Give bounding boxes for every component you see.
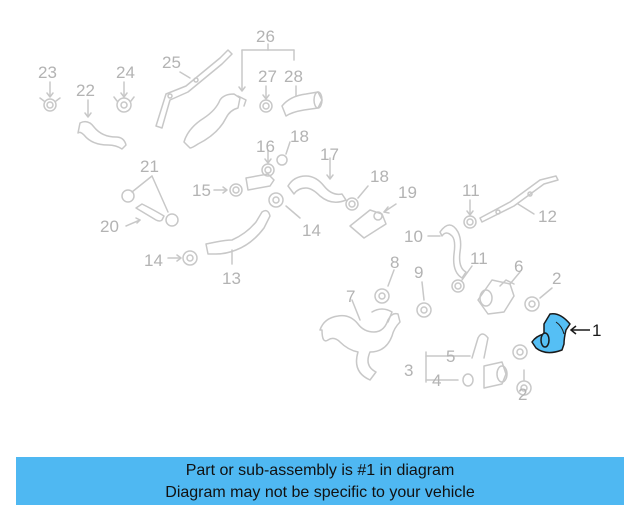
label-11-lower: 11	[470, 249, 488, 268]
part-9-clamp	[416, 281, 432, 318]
label-17: 17	[320, 145, 339, 164]
part-16-clamp	[261, 149, 275, 177]
part-13-hose	[205, 209, 271, 265]
banner-line-1: Part or sub-assembly is #1 in diagram	[185, 462, 455, 479]
part-25-pipe	[155, 49, 233, 129]
label-10: 10	[404, 227, 423, 246]
label-27: 27	[258, 67, 277, 86]
label-21: 21	[140, 157, 159, 176]
label-2-upper: 2	[552, 269, 561, 288]
part-10-hose	[427, 224, 467, 279]
part-14-clamp-left	[167, 250, 198, 266]
label-18-upper: 18	[290, 127, 309, 146]
label-8: 8	[390, 253, 399, 272]
part-8-clamp	[374, 269, 395, 304]
part-2-clamp-upper	[524, 287, 553, 312]
label-14-mid: 14	[302, 221, 321, 240]
label-6: 6	[514, 257, 523, 276]
part-1-hose-highlighted	[531, 312, 590, 354]
part-20-21-hose	[121, 175, 179, 227]
info-banner: Part or sub-assembly is #1 in diagram Di…	[16, 457, 624, 505]
part-7-hose	[319, 299, 401, 381]
part-6-housing	[477, 271, 521, 315]
label-19: 19	[398, 183, 417, 202]
part-5-pipe	[471, 333, 508, 389]
part-14-clamp-mid	[268, 192, 301, 219]
label-18-right: 18	[370, 167, 389, 186]
label-5: 5	[446, 347, 455, 366]
label-2-lower: 2	[518, 385, 527, 404]
part-28-hose	[281, 85, 323, 117]
part-22-hose	[77, 99, 127, 150]
part-23-clamp	[39, 81, 61, 112]
part-15-connector	[213, 173, 275, 197]
label-9: 9	[414, 263, 423, 282]
label-14-left: 14	[144, 251, 163, 270]
label-16: 16	[256, 137, 275, 156]
label-1: 1	[592, 321, 601, 340]
label-26: 26	[256, 27, 275, 46]
banner-line-2: Diagram may not be specific to your vehi…	[165, 484, 475, 501]
label-28: 28	[284, 67, 303, 86]
part-24-clamp	[113, 81, 135, 113]
label-11-upper: 11	[462, 181, 480, 200]
part-18-clamp-upper	[276, 141, 291, 166]
part-27-clamp	[259, 85, 273, 113]
part-11-clamps	[451, 199, 477, 293]
part-19-connector	[349, 203, 397, 239]
part-18-clamp-right	[345, 185, 369, 211]
label-13: 13	[222, 269, 241, 288]
part-26-hose	[183, 43, 295, 149]
part-2-clamp-lower	[512, 344, 532, 396]
label-25: 25	[162, 53, 181, 72]
label-3: 3	[404, 361, 413, 380]
part-3-bracket	[425, 351, 471, 383]
label-22: 22	[76, 81, 95, 100]
parts-diagram: 1 2 2 3 4 5 6 7 8 9 10 11 11 12 13 14 14…	[38, 27, 601, 404]
label-20: 20	[100, 217, 119, 236]
label-24: 24	[116, 63, 135, 82]
label-4: 4	[432, 371, 441, 390]
label-15: 15	[192, 181, 211, 200]
part-12-pipe	[479, 175, 559, 223]
part-17-hose	[287, 157, 347, 203]
label-23: 23	[38, 63, 57, 82]
label-12: 12	[538, 207, 557, 226]
part-4-gasket	[462, 373, 474, 387]
label-7: 7	[346, 287, 355, 306]
